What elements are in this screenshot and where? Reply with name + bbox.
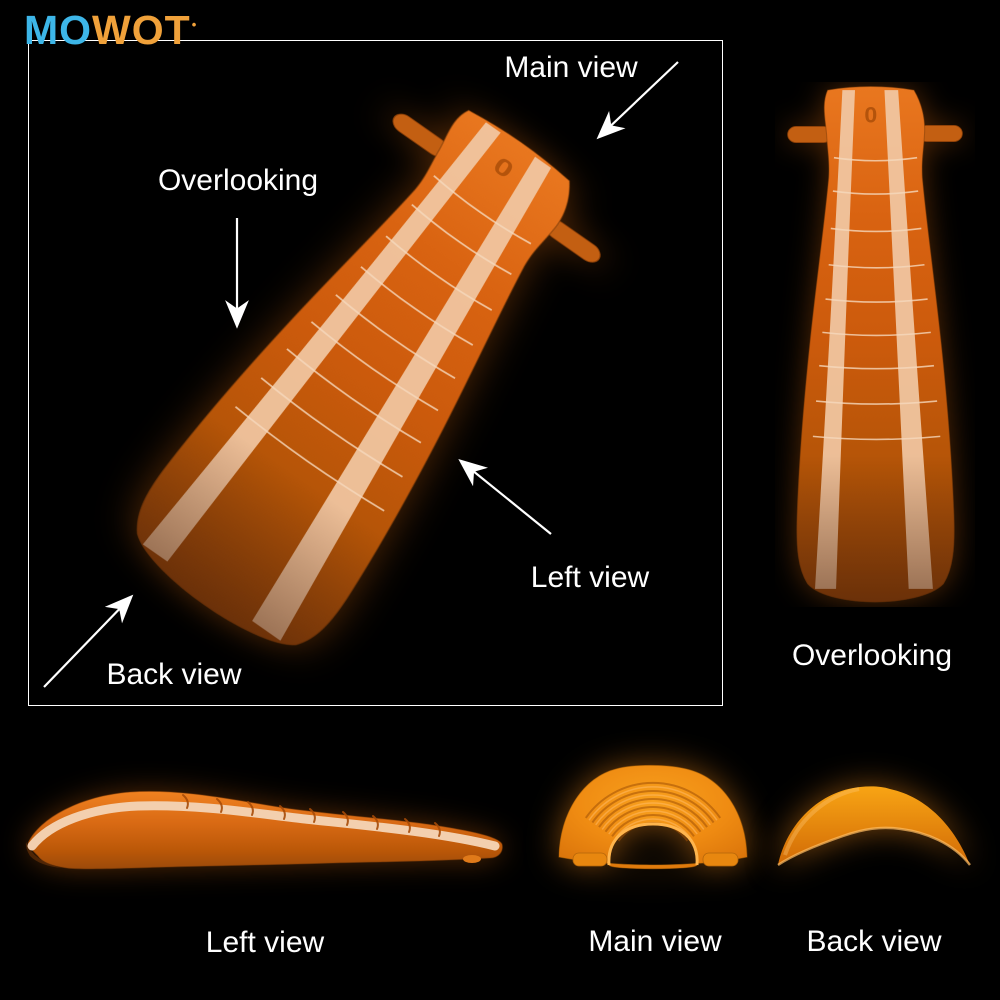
- profile-ticks: [182, 794, 441, 837]
- back-view-label: Back view: [106, 658, 242, 691]
- main-view-bottom-label: Main view: [588, 925, 722, 958]
- dome-left-foot: [572, 852, 608, 867]
- left-view-label: Left view: [530, 561, 650, 594]
- left-side-product-view: [25, 790, 503, 870]
- profile-peg-nub: [463, 855, 481, 863]
- main-view-label: Main view: [504, 51, 638, 84]
- annotation-panel-border: [28, 40, 723, 706]
- logo-text-orange: WOT: [92, 7, 191, 53]
- annotation-arrows: [43, 61, 679, 688]
- profile-tip-shadow: [25, 842, 62, 868]
- overlooking-label: Overlooking: [157, 164, 319, 197]
- nail-form-vertical: [775, 87, 975, 607]
- crescent-sheen: [783, 787, 860, 856]
- profile-body: [27, 790, 503, 870]
- overlooking-right-label: Overlooking: [791, 639, 953, 672]
- dome-right-foot: [702, 852, 739, 867]
- overlooking-product-view: [775, 82, 975, 607]
- diagonal-product-view: [43, 61, 679, 706]
- back-view-arrow-icon: [43, 594, 134, 688]
- crescent-lower-rim: [777, 826, 971, 867]
- main-view-arrow-icon: [596, 61, 679, 140]
- dome-ridges: [584, 781, 722, 842]
- nail-form-diagonal: [85, 64, 643, 691]
- left-view-arrow-icon: [458, 459, 552, 535]
- logo-trademark-dot: •: [191, 17, 198, 33]
- back-product-view: [777, 786, 971, 867]
- logo-text-blue: MO: [24, 7, 93, 53]
- back-view-bottom-label: Back view: [806, 925, 942, 958]
- arch-rim: [607, 822, 699, 866]
- left-view-bottom-label: Left view: [205, 926, 325, 959]
- crescent-body: [778, 786, 970, 865]
- brand-logo: MOWOT•: [24, 10, 197, 51]
- main-front-product-view: [558, 764, 748, 870]
